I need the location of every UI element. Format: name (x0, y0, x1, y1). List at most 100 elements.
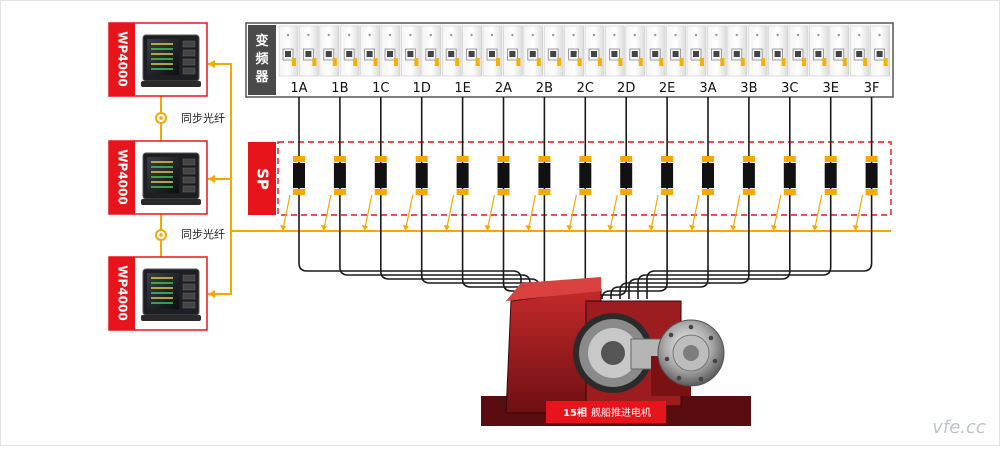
current-sensor-2b (525, 156, 551, 231)
analyzer-3[interactable]: WP4000 (108, 256, 208, 331)
channel-label-3b: 3B (740, 81, 757, 96)
inverter-module (360, 25, 380, 77)
current-sensor-2c (566, 156, 592, 231)
analyzer-2[interactable]: WP4000 (108, 140, 208, 215)
current-sensor-1c (361, 156, 387, 231)
channel-label-1a: 1A (290, 81, 307, 96)
phase-cable-3b (619, 97, 750, 299)
current-sensor-3e (811, 156, 837, 231)
channel-label-1c: 1C (372, 81, 389, 96)
inverter-label-char-1: 变 (255, 33, 268, 49)
current-sensor-3b (729, 156, 755, 231)
channel-label-3a: 3A (699, 81, 716, 96)
inverter-label-char-2: 频 (255, 51, 268, 67)
phase-cable-1e (461, 97, 558, 299)
inverter-module (605, 25, 625, 77)
inverter-module (584, 25, 605, 77)
sensor-box-label-plate (248, 142, 276, 215)
inverter-module (747, 25, 768, 77)
inverter-cabinet: 变 频 器 1A 1B 1C 1D 1E 2A 2B 2C 2D 2E 3A 3B 3C 3E 3F (245, 22, 894, 98)
inverter-module (503, 25, 523, 77)
analyzer-label-plate (109, 23, 135, 96)
analyzer-label: WP4000 (116, 149, 130, 204)
phase-cable-3f (646, 97, 873, 299)
inverter-module (768, 25, 788, 77)
inverter-module (849, 25, 870, 77)
current-sensor-1e (443, 156, 469, 231)
inverter-module (645, 25, 666, 77)
inverter-module (462, 25, 482, 77)
inverter-module (707, 25, 727, 77)
analyzer-device-icon (141, 152, 201, 205)
current-sensor-1a (280, 156, 305, 231)
current-sensor-1d (402, 156, 428, 231)
inverter-module (401, 25, 421, 77)
inverter-module (543, 25, 564, 77)
inverter-label-char-3: 器 (254, 70, 269, 85)
inverter-module (299, 25, 319, 77)
channel-label-2b: 2B (536, 81, 553, 96)
inverter-module (380, 25, 401, 77)
inverter-module (829, 25, 850, 77)
channel-label-1d: 1D (413, 81, 431, 96)
inverter-module (339, 25, 360, 77)
current-sensor-3c (770, 156, 796, 231)
propulsion-motor: 15相 舰船推进电机 (481, 277, 751, 426)
phase-cable-2e (601, 97, 668, 300)
analyzer-device-icon (141, 268, 201, 321)
channel-label-2e: 2E (659, 81, 676, 96)
analyzer-device-icon (141, 34, 201, 87)
inverter-module (625, 25, 646, 77)
phase-cable-3c (628, 97, 791, 299)
motor-tag (546, 401, 666, 423)
inverter-module (686, 25, 707, 77)
fiber-arrows (208, 60, 215, 298)
motor-tag-name: 舰船推进电机 (591, 406, 651, 419)
current-sensor-3a (689, 156, 714, 231)
channel-label-2a: 2A (495, 81, 512, 96)
analyzer-label-plate (109, 257, 135, 330)
phase-cable-2d (592, 97, 627, 304)
inverter-module (319, 25, 340, 77)
sync-fiber-label-1: 同步光纤 (181, 111, 225, 125)
analyzer-label: WP4000 (116, 265, 130, 320)
phase-cable-1d (420, 97, 549, 299)
inverter-module (788, 25, 809, 77)
phase-cable-1a (298, 97, 522, 299)
inverter-module (809, 25, 829, 77)
channel-label-1e: 1E (454, 81, 471, 96)
channel-label-3f: 3F (864, 81, 880, 96)
inverter-module (441, 25, 462, 77)
channel-label-1b: 1B (331, 81, 348, 96)
current-sensor-3f (852, 156, 878, 231)
sensor-box-label: SP (254, 168, 272, 190)
inverter-module (727, 25, 748, 77)
inverter-module (666, 25, 686, 77)
inverter-module (278, 25, 299, 77)
current-sensor-2a (484, 156, 510, 231)
inverter-module (421, 25, 442, 77)
sync-fiber-label-2: 同步光纤 (181, 227, 225, 241)
current-sensor-2d (607, 156, 633, 231)
inverter-module (523, 25, 544, 77)
inverter-module (870, 25, 890, 77)
channel-label-3c: 3C (781, 81, 798, 96)
phase-cable-2b (543, 97, 576, 304)
channel-label-2d: 2D (617, 81, 635, 96)
sync-connectors: 同步光纤 同步光纤 (155, 111, 225, 241)
inverter-module (482, 25, 503, 77)
watermark: vfe.cc (932, 417, 986, 438)
analyzer-1[interactable]: WP4000 (108, 22, 208, 97)
analyzer-label-plate (109, 141, 135, 214)
current-sensor-2e (648, 156, 674, 231)
channel-label-3e: 3E (822, 81, 839, 96)
current-sensor-1b (320, 156, 346, 231)
inverter-module (564, 25, 584, 77)
phase-cable-1c (380, 97, 540, 299)
motor-tag-phase: 15相 (563, 406, 587, 419)
analyzer-label: WP4000 (116, 31, 130, 86)
inverter-label-plate (248, 25, 276, 95)
channel-label-2c: 2C (577, 81, 594, 96)
phase-cable-1b (339, 97, 531, 299)
